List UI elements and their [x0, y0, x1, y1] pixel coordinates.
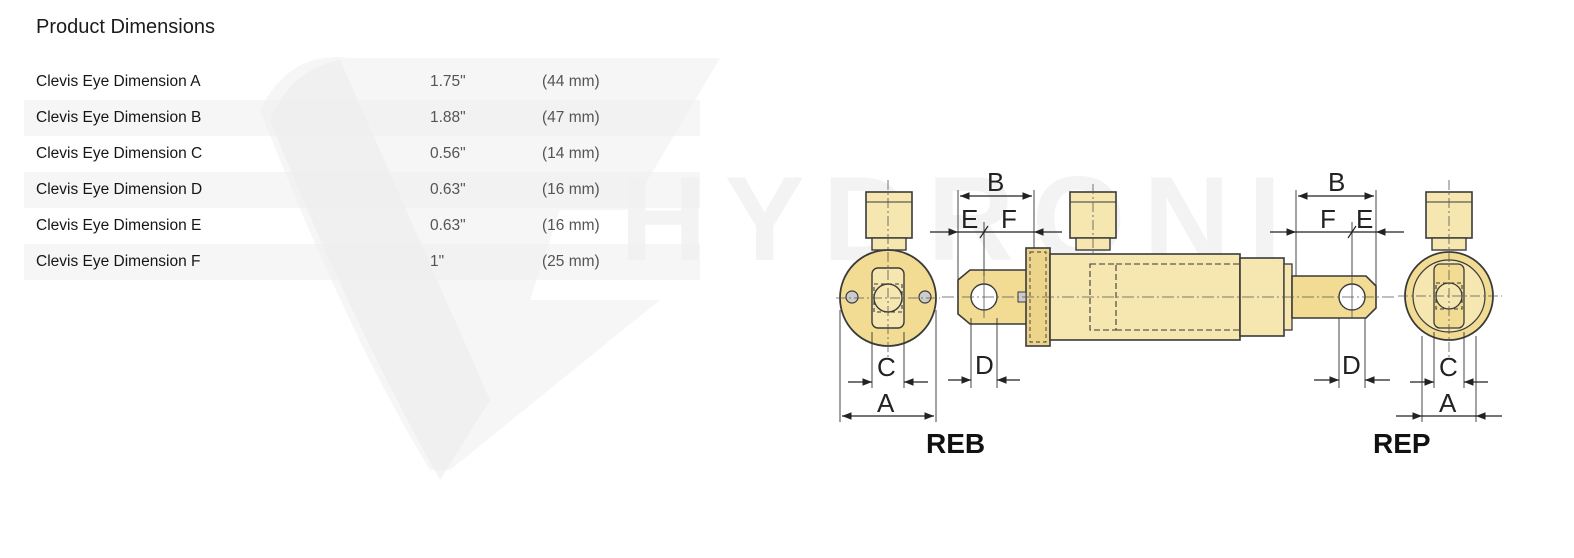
table-row: Clevis Eye Dimension D 0.63" (16 mm) [24, 172, 700, 208]
dimension-label: Clevis Eye Dimension F [24, 244, 430, 280]
dimension-letter-d-right: D [1342, 350, 1361, 380]
rep-end-view [1396, 180, 1502, 422]
dimension-mm: (44 mm) [542, 73, 600, 90]
model-label-reb: REB [926, 428, 985, 459]
dimension-inches: 0.56" [430, 145, 466, 162]
reb-end-view [836, 180, 940, 422]
dimension-mm: (16 mm) [542, 217, 600, 234]
table-row: Clevis Eye Dimension A 1.75" (44 mm) [24, 64, 700, 100]
dimension-inches: 1.75" [430, 73, 466, 90]
dimension-label: Clevis Eye Dimension B [24, 100, 430, 136]
dimension-letter-a-right: A [1439, 388, 1457, 418]
dimension-inches: 1" [430, 244, 542, 280]
model-label-rep: REP [1373, 428, 1431, 459]
table-row: Clevis Eye Dimension F 1" (25 mm) [24, 244, 700, 280]
dimension-mm: (47 mm) [542, 100, 700, 136]
dimension-label: Clevis Eye Dimension D [24, 172, 430, 208]
dimension-inches: 0.63" [430, 217, 466, 234]
dimension-letter-f-right: F [1320, 204, 1336, 234]
table-row: Clevis Eye Dimension B 1.88" (47 mm) [24, 100, 700, 136]
dimension-letter-e-right: E [1356, 204, 1373, 234]
dimension-letter-b-right: B [1328, 167, 1345, 197]
table-row: Clevis Eye Dimension E 0.63" (16 mm) [24, 208, 700, 244]
dimension-label: Clevis Eye Dimension A [36, 73, 201, 90]
dimension-letter-b-left: B [987, 167, 1004, 197]
section-title: Product Dimensions [36, 16, 215, 38]
cylinder-dimension-diagram: C A [836, 167, 1502, 459]
dimension-letter-d-left: D [975, 350, 994, 380]
dimension-inches: 0.63" [430, 172, 542, 208]
cylinder-side-view [930, 184, 1404, 388]
dimension-mm: (14 mm) [542, 145, 600, 162]
dimension-inches: 1.88" [430, 100, 542, 136]
dimension-letter-f-left: F [1001, 204, 1017, 234]
table-row: Clevis Eye Dimension C 0.56" (14 mm) [24, 136, 700, 172]
dimension-letter-a: A [877, 388, 895, 418]
dimension-letter-c: C [877, 352, 896, 382]
dimension-letter-c-right: C [1439, 352, 1458, 382]
dimensions-table: Clevis Eye Dimension A 1.75" (44 mm) Cle… [24, 64, 700, 280]
dimension-letter-e-left: E [961, 204, 978, 234]
dimension-mm: (25 mm) [542, 244, 700, 280]
dimension-label: Clevis Eye Dimension E [36, 217, 202, 234]
dimension-mm: (16 mm) [542, 172, 700, 208]
dimension-label: Clevis Eye Dimension C [36, 145, 203, 162]
